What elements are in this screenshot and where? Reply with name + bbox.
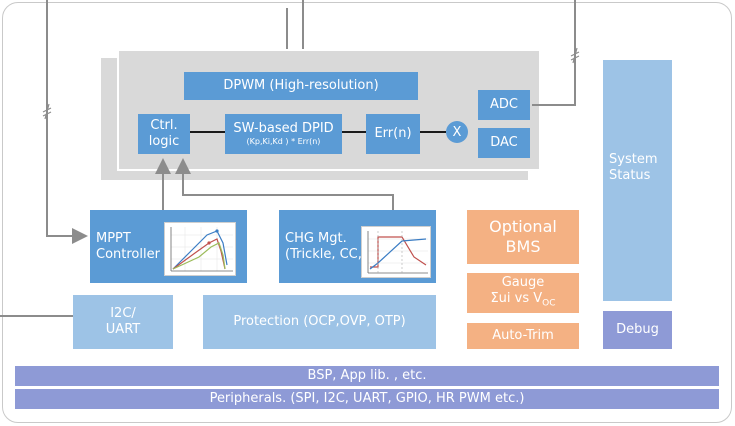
mppt-curve-icon — [170, 227, 233, 272]
mppt-controller-block: MPPT Controller — [90, 210, 247, 283]
dac-label: DAC — [490, 135, 518, 150]
ctrl-logic-line1: Ctrl. — [150, 118, 178, 133]
dpwm-label: DPWM (High-resolution) — [223, 78, 379, 93]
peripherals-label: Peripherals. (SPI, I2C, UART, GPIO, HR P… — [209, 391, 525, 406]
chg-mgt-block: CHG Mgt. (Trickle, CC,C — [279, 210, 436, 283]
dpid-block: SW-based DPID (Kp,Ki,Kd ) * Err(n) — [225, 114, 342, 154]
optional-bms-line2: BMS — [505, 237, 541, 256]
charge-curve-icon — [367, 231, 428, 274]
optional-bms-line1: Optional — [489, 217, 557, 236]
mppt-feed-line — [46, 0, 88, 244]
adc-feed-line — [532, 0, 576, 106]
protection-label: Protection (OCP,OVP, OTP) — [233, 314, 406, 329]
adc-block: ADC — [478, 90, 530, 120]
chg-line1: CHG Mgt. — [285, 231, 347, 246]
ctrl-logic-line2: logic — [148, 134, 180, 149]
err-block: Err(n) — [366, 114, 420, 154]
auto-trim-label: Auto-Trim — [492, 328, 554, 343]
i2c-uart-block: I2C/ UART — [73, 295, 173, 349]
optional-bms-block: Optional BMS — [467, 210, 579, 264]
debug-block: Debug — [603, 311, 672, 349]
system-status-line2: Status — [609, 168, 651, 183]
mppt-line2: Controller — [96, 247, 160, 262]
gauge-line2: Σui vs VOC — [490, 291, 555, 312]
ctrl-logic-block: Ctrl. logic — [138, 114, 190, 154]
multiplier-label: X — [452, 124, 462, 140]
mppt-line1: MPPT — [96, 231, 131, 246]
i2c-line2: UART — [105, 322, 141, 337]
debug-label: Debug — [616, 322, 659, 337]
protection-block: Protection (OCP,OVP, OTP) — [203, 295, 436, 349]
i2c-line1: I2C/ — [110, 306, 136, 321]
auto-trim-block: Auto-Trim — [467, 323, 579, 349]
adc-label: ADC — [490, 97, 518, 112]
dpid-title: SW-based DPID — [233, 121, 334, 136]
chg-to-ctrl-arrow — [175, 158, 394, 210]
line-break-left — [42, 103, 52, 120]
charge-curve-thumbnail — [361, 226, 431, 278]
dpid-formula: (Kp,Ki,Kd ) * Err(n) — [246, 137, 321, 146]
bsp-bar: BSP, App lib. , etc. — [15, 366, 719, 386]
system-status-line1: System — [609, 152, 658, 167]
multiplier-node: X — [446, 121, 468, 143]
peripherals-bar: Peripherals. (SPI, I2C, UART, GPIO, HR P… — [15, 389, 719, 409]
gauge-line2-sub: OC — [542, 298, 556, 309]
gauge-line1: Gauge — [501, 274, 545, 290]
chg-line2: (Trickle, CC,C — [285, 247, 371, 262]
gauge-line2-prefix: Σui vs V — [490, 290, 543, 306]
system-status-block: System Status — [603, 60, 672, 301]
bsp-label: BSP, App lib. , etc. — [307, 368, 427, 383]
err-label: Err(n) — [374, 126, 412, 141]
dpwm-block: DPWM (High-resolution) — [184, 72, 418, 100]
dac-block: DAC — [478, 128, 530, 158]
mppt-curve-thumbnail — [164, 222, 236, 276]
gauge-block: Gauge Σui vs VOC — [467, 273, 579, 313]
line-break-right — [570, 47, 580, 64]
